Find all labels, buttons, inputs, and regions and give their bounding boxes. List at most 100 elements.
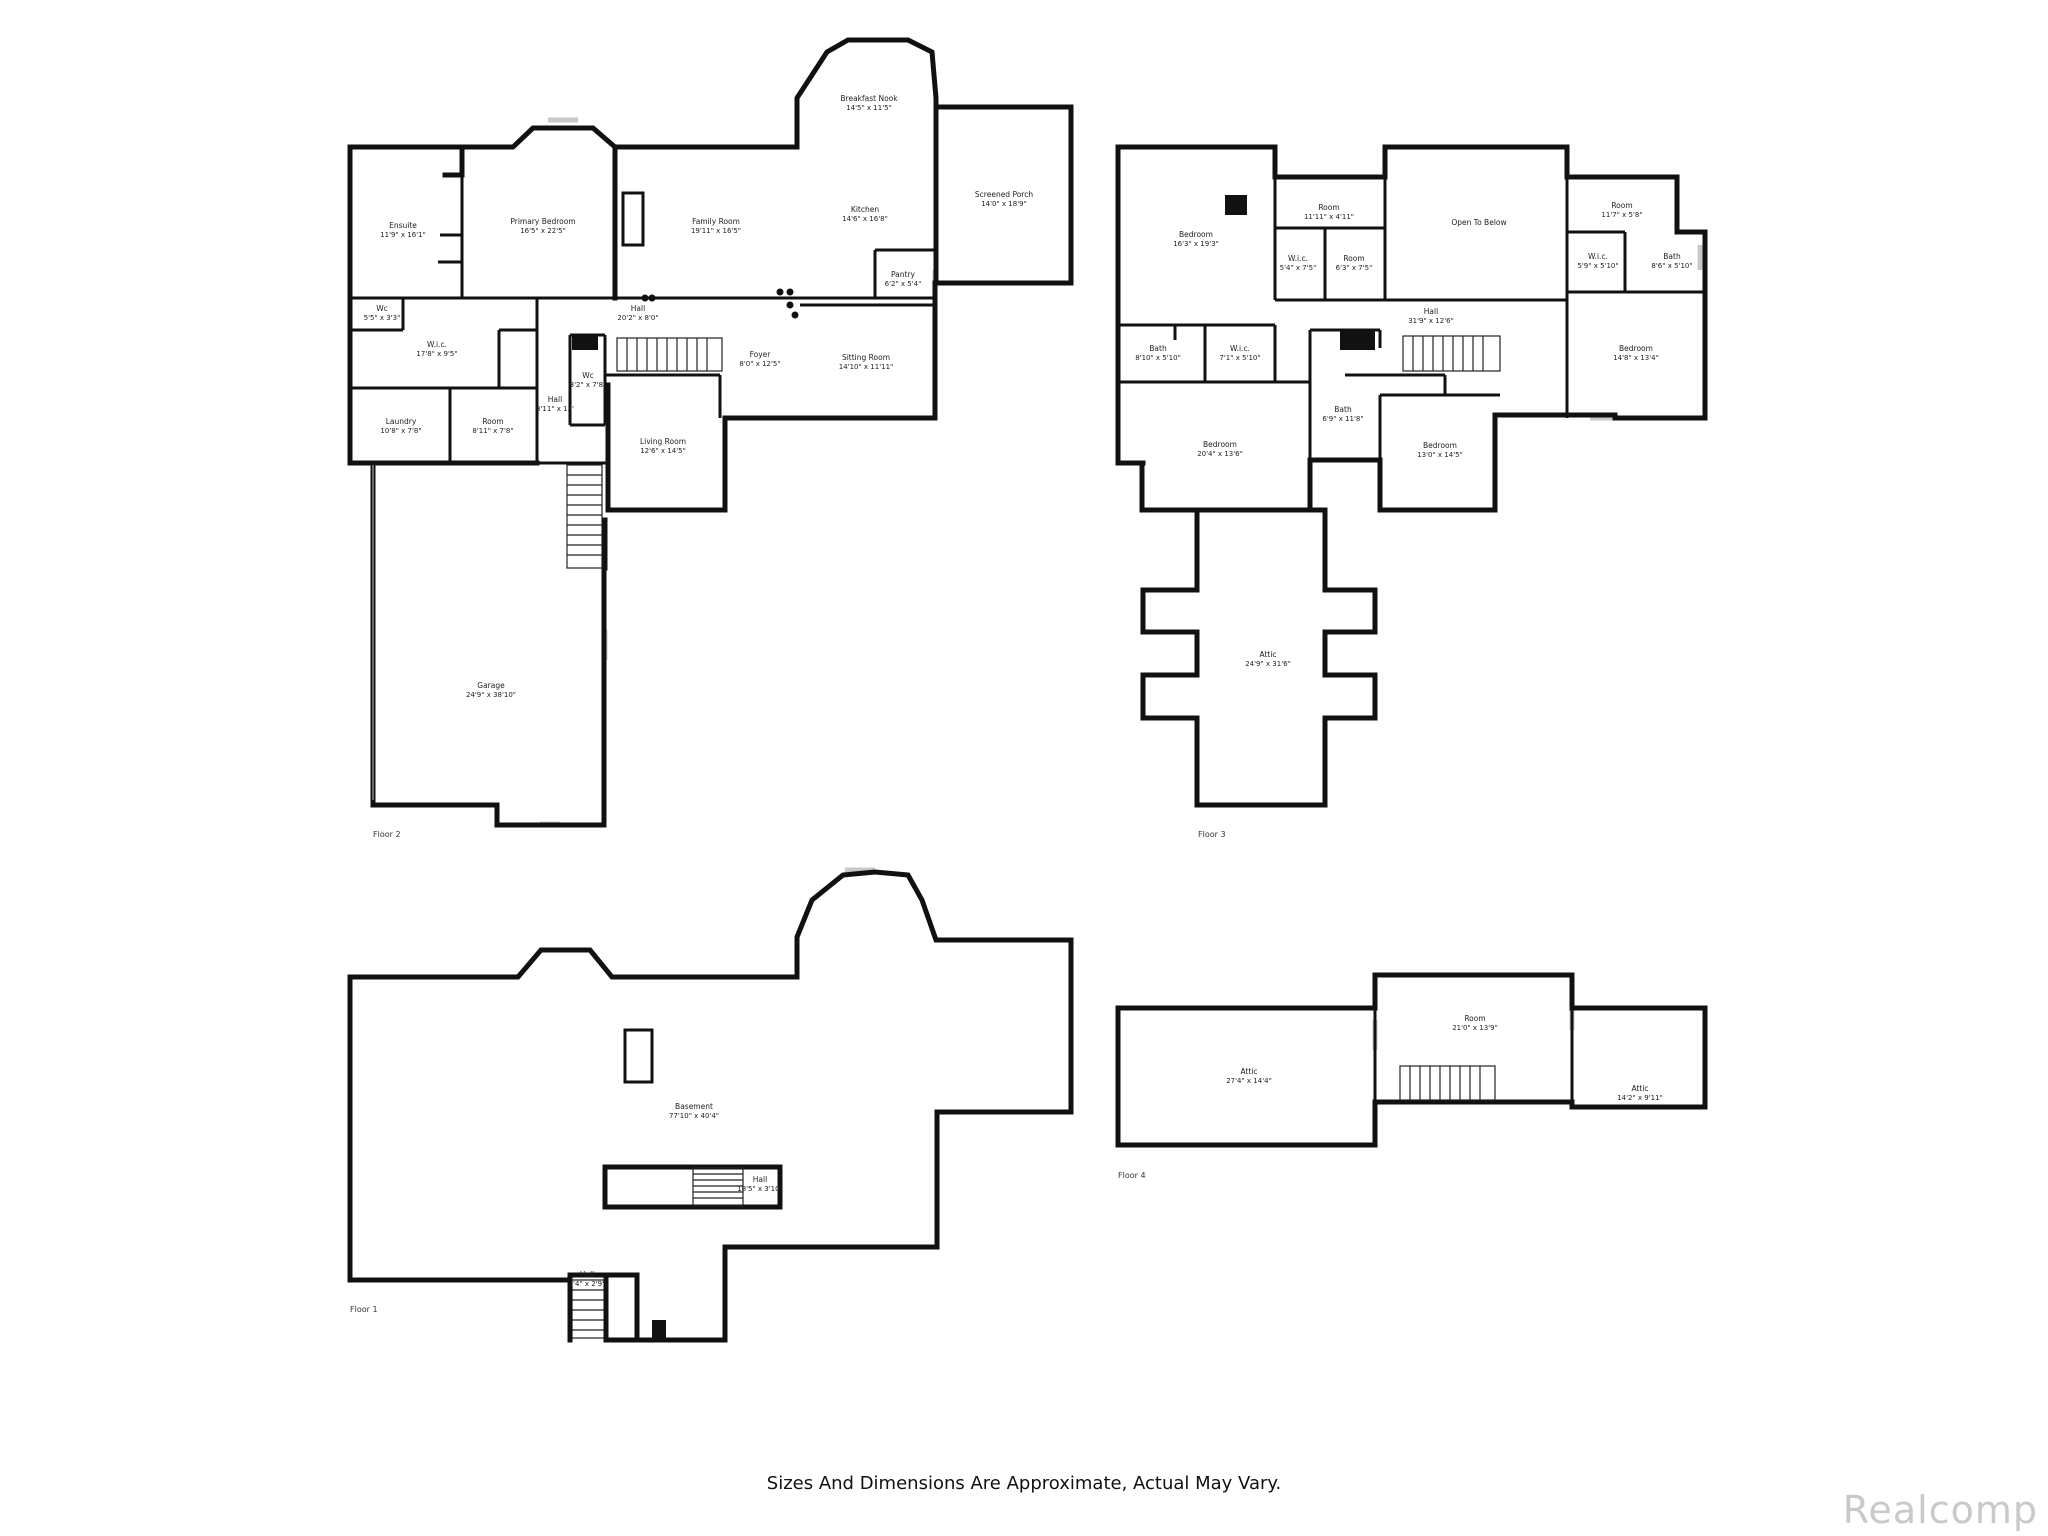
room-dims-hall-1a: 18'5" x 3'10" xyxy=(737,1185,783,1193)
room-dims-bedroom-3b: 14'8" x 13'4" xyxy=(1613,354,1659,362)
room-dims-bedroom-3d: 13'0" x 14'5" xyxy=(1417,451,1463,459)
room-dims-bedroom-3a: 16'3" x 19'3" xyxy=(1173,240,1219,248)
floor-4-plan xyxy=(1115,972,1708,1148)
room-name-kitchen: Kitchen xyxy=(851,205,879,214)
room-dims-bedroom-3c: 20'4" x 13'6" xyxy=(1197,450,1243,458)
columns xyxy=(641,288,799,319)
room-dims-attic-4a: 27'4" x 14'4" xyxy=(1226,1077,1272,1085)
room-name-room-2: Room xyxy=(482,417,503,426)
room-dims-garage: 24'9" x 38'10" xyxy=(466,691,516,699)
room-name-wic-2: W.i.c. xyxy=(427,340,447,349)
room-name-screened-porch: Screened Porch xyxy=(975,190,1033,199)
floor-1-plan xyxy=(347,867,1074,1343)
room-dims-room-3c: 11'7" x 5'8" xyxy=(1601,211,1642,219)
room-dims-hall-3: 31'9" x 12'6" xyxy=(1408,317,1454,325)
room-name-primary-bedroom: Primary Bedroom xyxy=(510,217,575,226)
room-dims-wc-2b: 3'2" x 7'8" xyxy=(570,381,607,389)
room-name-foyer: Foyer xyxy=(750,350,772,359)
room-name-hall-2a: Hall xyxy=(631,304,645,313)
room-name-wic-3c: W.i.c. xyxy=(1230,344,1250,353)
room-name-breakfast-nook: Breakfast Nook xyxy=(840,94,898,103)
interior-walls xyxy=(350,147,937,465)
fireplace xyxy=(621,191,645,247)
room-dims-wc-2a: 5'5" x 3'3" xyxy=(364,314,401,322)
chimney-block xyxy=(1225,195,1247,215)
chimney-block xyxy=(1340,330,1375,350)
room-dims-room-4: 21'0" x 13'9" xyxy=(1452,1024,1498,1032)
room-name-bedroom-3b: Bedroom xyxy=(1619,344,1653,353)
room-name-room-4: Room xyxy=(1464,1014,1485,1023)
room-dims-hall-2b: 3'11" x 13' xyxy=(536,405,574,413)
room-name-attic-4a: Attic xyxy=(1240,1067,1257,1076)
room-dims-foyer: 8'0" x 12'5" xyxy=(739,360,780,368)
room-dims-ensuite: 11'9" x 16'1" xyxy=(380,231,426,239)
room-dims-kitchen: 14'6" x 16'8" xyxy=(842,215,888,223)
room-name-open-below: Open To Below xyxy=(1451,218,1506,227)
room-dims-wic-3c: 7'1" x 5'10" xyxy=(1219,354,1260,362)
room-dims-laundry: 10'8" x 7'8" xyxy=(380,427,421,435)
room-dims-screened-porch: 14'0" x 18'9" xyxy=(981,200,1027,208)
room-name-pantry: Pantry xyxy=(891,270,916,279)
room-name-laundry: Laundry xyxy=(386,417,417,426)
room-name-wic-3b: W.i.c. xyxy=(1588,252,1608,261)
room-dims-attic-3: 24'9" x 31'6" xyxy=(1245,660,1291,668)
floor-label-2: Floor 2 xyxy=(373,830,401,839)
room-dims-attic-4b: 14'2" x 9'11" xyxy=(1617,1094,1663,1102)
floor-label-1: Floor 1 xyxy=(350,1305,378,1314)
room-dims-living-room: 12'6" x 14'5" xyxy=(640,447,686,455)
room-dims-bath-3a: 8'6" x 5'10" xyxy=(1651,262,1692,270)
room-name-hall-3: Hall xyxy=(1424,307,1438,316)
room-name-hall-1b: Hall xyxy=(580,1270,594,1279)
room-name-ensuite: Ensuite xyxy=(389,221,417,230)
room-dims-family-room: 19'11" x 16'5" xyxy=(691,227,741,235)
room-dims-bath-3b: 8'10" x 5'10" xyxy=(1135,354,1181,362)
floor4-stairs xyxy=(1399,1065,1496,1101)
windows xyxy=(347,37,1074,827)
room-name-bedroom-3d: Bedroom xyxy=(1423,441,1457,450)
room-name-bath-3a: Bath xyxy=(1663,252,1681,261)
room-name-bedroom-3c: Bedroom xyxy=(1203,440,1237,449)
floor-label-3: Floor 3 xyxy=(1198,830,1226,839)
room-name-room-3c: Room xyxy=(1611,201,1632,210)
room-name-living-room: Living Room xyxy=(640,437,686,446)
room-dims-wic-3b: 5'9" x 5'10" xyxy=(1577,262,1618,270)
room-name-basement: Basement xyxy=(675,1102,713,1111)
room-dims-hall-2a: 20'2" x 8'0" xyxy=(617,314,658,322)
disclaimer-text: Sizes And Dimensions Are Approximate, Ac… xyxy=(766,1473,1282,1494)
fireplace xyxy=(623,1028,654,1084)
floor-label-4: Floor 4 xyxy=(1118,1171,1146,1180)
room-dims-breakfast-nook: 14'5" x 11'5" xyxy=(846,104,892,112)
room-dims-wic-2: 17'8" x 9'5" xyxy=(416,350,457,358)
floor3-stairs xyxy=(1402,335,1501,372)
room-dims-wic-3a: 5'4" x 7'5" xyxy=(1280,264,1317,272)
room-dims-bath-3c: 6'9" x 11'8" xyxy=(1322,415,1363,423)
room-dims-pantry: 6'2" x 5'4" xyxy=(885,280,922,288)
room-name-garage: Garage xyxy=(477,681,505,690)
floor-3-plan xyxy=(1115,144,1708,808)
floor-2-plan xyxy=(347,37,1074,828)
windows xyxy=(1115,972,1708,1098)
floor2-stairs xyxy=(566,337,723,569)
room-name-attic-3: Attic xyxy=(1259,650,1276,659)
room-dims-room-3a: 11'11" x 4'11" xyxy=(1304,213,1354,221)
room-name-wc-2b: Wc xyxy=(582,371,594,380)
room-name-hall-1a: Hall xyxy=(753,1175,767,1184)
floor1-stairs xyxy=(571,1167,744,1339)
room-dims-hall-1b: 3'4" x 2'9" xyxy=(569,1280,606,1288)
room-name-attic-4b: Attic xyxy=(1631,1084,1648,1093)
room-name-family-room: Family Room xyxy=(692,217,740,226)
room-dims-room-3b: 6'3" x 7'5" xyxy=(1336,264,1373,272)
chimney-block xyxy=(572,336,598,350)
room-name-bath-3b: Bath xyxy=(1149,344,1167,353)
room-dims-primary-bedroom: 16'5" x 22'5" xyxy=(520,227,566,235)
room-name-hall-2b: Hall xyxy=(548,395,562,404)
room-name-room-3b: Room xyxy=(1343,254,1364,263)
room-dims-basement: 77'10" x 40'4" xyxy=(669,1112,719,1120)
room-name-wc-2a: Wc xyxy=(376,304,388,313)
room-name-room-3a: Room xyxy=(1318,203,1339,212)
room-name-sitting-room: Sitting Room xyxy=(842,353,890,362)
room-name-bedroom-3a: Bedroom xyxy=(1179,230,1213,239)
room-dims-sitting-room: 14'10" x 11'11" xyxy=(839,363,894,371)
